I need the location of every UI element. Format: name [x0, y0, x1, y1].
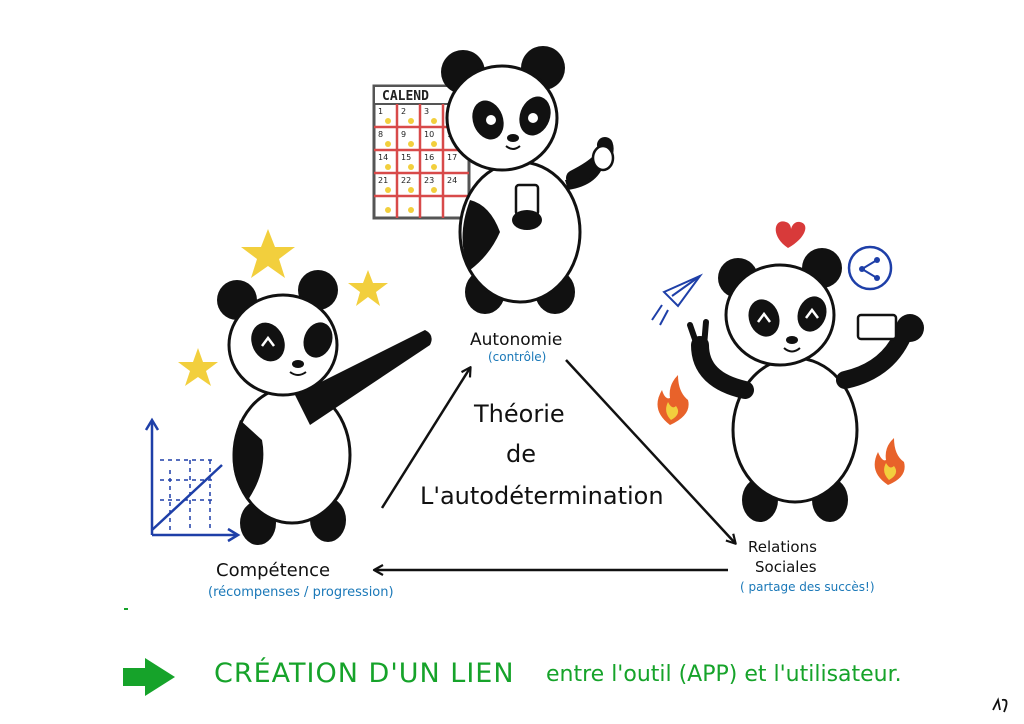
panda-competence — [217, 270, 432, 545]
calendar-day: 17 — [447, 153, 457, 162]
panda-relations — [687, 248, 924, 522]
calendar-title: CALEND — [382, 89, 429, 104]
line-chart-icon — [144, 417, 241, 543]
calendar-day: 8 — [378, 130, 383, 139]
paper-plane-icon — [651, 273, 704, 326]
calendar-day: 23 — [424, 176, 434, 185]
calendar-day: 9 — [401, 130, 406, 139]
calendar-day: 2 — [401, 107, 406, 116]
calendar-day: 21 — [378, 176, 388, 185]
calendar-day: 14 — [378, 153, 388, 162]
center-title-line3: L'autodétermination — [420, 482, 664, 510]
competence-label: Compétence — [216, 560, 331, 581]
center-title-line1: Théorie — [474, 400, 565, 428]
bottom-headline-caps: CRÉATION D'UN LIEN — [214, 658, 515, 689]
flame-icon — [657, 375, 689, 425]
center-title-line2: de — [506, 440, 536, 468]
relations-label-line1: Relations — [748, 538, 817, 556]
calendar-day: 15 — [401, 153, 411, 162]
panda-autonomie — [441, 46, 615, 314]
autonomie-label: Autonomie — [470, 330, 563, 350]
signature-icon — [992, 697, 1008, 713]
star-icon — [348, 270, 388, 306]
relations-label-line2: Sociales — [755, 558, 817, 576]
arrow-competence-to-autonomie — [380, 366, 472, 509]
relations-sublabel: ( partage des succès!) — [740, 580, 875, 594]
share-icon — [847, 245, 893, 291]
bottom-headline-rest: entre l'outil (APP) et l'utilisateur. — [546, 662, 902, 687]
arrow-autonomie-to-relations — [565, 359, 737, 545]
calendar-day: 24 — [447, 176, 457, 185]
flame-icon — [874, 438, 905, 485]
arrow-right-icon — [123, 658, 175, 696]
calendar-day: 16 — [424, 153, 434, 162]
autonomie-sublabel: (contrôle) — [488, 350, 547, 364]
star-icon — [241, 229, 295, 278]
heart-icon — [775, 221, 806, 248]
calendar-day: 10 — [424, 130, 434, 139]
competence-sublabel: (récompenses / progression) — [208, 585, 394, 600]
star-icon — [178, 348, 218, 386]
calendar-day: 3 — [424, 107, 429, 116]
calendar-day: 1 — [378, 107, 383, 116]
calendar-day: 22 — [401, 176, 411, 185]
